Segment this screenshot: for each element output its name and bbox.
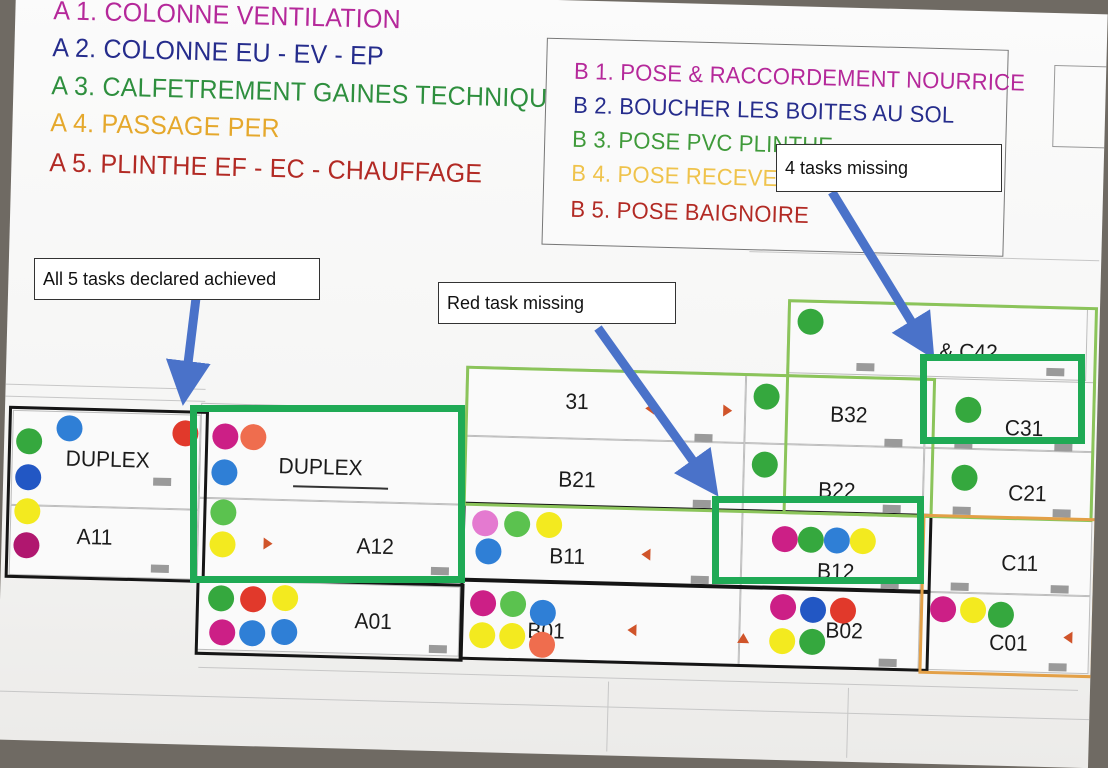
- arrow-four-missing: [828, 189, 935, 360]
- highlight-red-missing: [712, 496, 924, 584]
- callout-four-missing: 4 tasks missing: [776, 144, 1002, 192]
- callout-red-missing: Red task missing: [438, 282, 676, 324]
- callout-all-done: All 5 tasks declared achieved: [34, 258, 320, 300]
- highlight-all-done: [190, 405, 465, 583]
- arrow-all-done: [165, 297, 211, 406]
- highlight-four-missing: [920, 354, 1085, 444]
- arrow-red-missing: [594, 325, 719, 497]
